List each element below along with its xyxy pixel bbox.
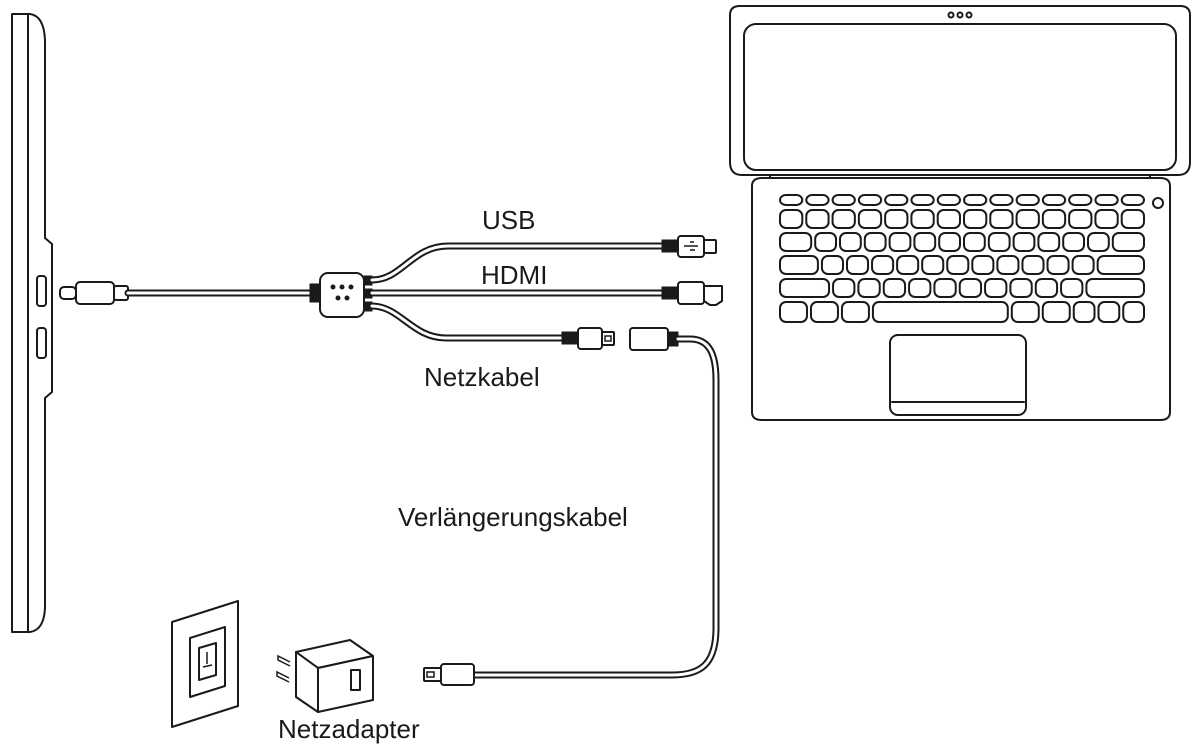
key xyxy=(910,209,935,229)
usb-c-plug xyxy=(59,281,129,305)
extension-cable-label: Verlängerungskabel xyxy=(398,502,628,532)
key xyxy=(908,278,932,298)
hdmi-label: HDMI xyxy=(481,260,548,290)
key xyxy=(809,301,839,323)
key xyxy=(779,301,808,323)
wall-socket xyxy=(171,600,239,728)
key xyxy=(933,278,957,298)
key xyxy=(857,209,883,229)
key xyxy=(814,232,838,252)
splitter-hub xyxy=(309,272,373,318)
key xyxy=(871,255,895,275)
power-adapter-label: Netzadapter xyxy=(278,714,420,744)
key xyxy=(1021,255,1045,275)
key xyxy=(1068,194,1093,206)
key xyxy=(1009,278,1033,298)
pen-display xyxy=(11,13,53,633)
key xyxy=(958,278,983,298)
key xyxy=(910,194,935,206)
key xyxy=(1041,209,1067,229)
power-cable-label: Netzkabel xyxy=(424,362,540,392)
key xyxy=(1062,232,1085,252)
key xyxy=(1034,278,1059,298)
key xyxy=(987,232,1011,252)
key xyxy=(779,232,813,252)
key xyxy=(1060,278,1084,298)
key xyxy=(839,232,862,252)
key xyxy=(832,278,856,298)
key xyxy=(936,209,962,229)
key xyxy=(921,255,945,275)
key xyxy=(1015,209,1040,229)
key xyxy=(996,255,1020,275)
key xyxy=(1096,255,1145,275)
key xyxy=(1010,301,1040,323)
key xyxy=(989,194,1014,206)
key xyxy=(1041,194,1067,206)
key xyxy=(779,255,819,275)
key xyxy=(1097,301,1121,323)
power-adapter xyxy=(276,639,374,713)
usb-cable xyxy=(368,235,717,284)
key xyxy=(871,301,1009,323)
key xyxy=(1068,209,1093,229)
key xyxy=(984,278,1008,298)
key xyxy=(779,209,804,229)
key xyxy=(863,232,887,252)
key xyxy=(936,194,962,206)
key xyxy=(888,232,912,252)
key xyxy=(971,255,995,275)
key xyxy=(896,255,920,275)
key xyxy=(1037,232,1061,252)
key xyxy=(1041,301,1071,323)
key xyxy=(1072,301,1096,323)
key xyxy=(1120,194,1145,206)
key xyxy=(840,301,870,323)
key xyxy=(831,209,856,229)
key xyxy=(805,209,830,229)
touchpad xyxy=(889,334,1027,416)
key xyxy=(845,255,870,275)
key xyxy=(1087,232,1110,252)
keyboard xyxy=(779,194,1146,323)
key xyxy=(831,194,856,206)
key xyxy=(938,232,962,252)
key xyxy=(963,209,988,229)
key xyxy=(1122,301,1145,323)
laptop xyxy=(729,5,1191,421)
key xyxy=(946,255,970,275)
key xyxy=(884,194,909,206)
key xyxy=(1094,209,1119,229)
key xyxy=(963,194,988,206)
key xyxy=(820,255,844,275)
key xyxy=(1015,194,1040,206)
key xyxy=(989,209,1014,229)
key xyxy=(805,194,830,206)
key xyxy=(884,209,909,229)
key xyxy=(1111,232,1146,252)
key xyxy=(1046,255,1070,275)
power-cable xyxy=(368,302,615,350)
key xyxy=(882,278,907,298)
key xyxy=(1094,194,1119,206)
key xyxy=(913,232,937,252)
hdmi-cable xyxy=(368,281,723,306)
key xyxy=(779,278,831,298)
key xyxy=(1071,255,1095,275)
key xyxy=(1120,209,1145,229)
extension-cable xyxy=(423,327,720,686)
key xyxy=(857,194,883,206)
key xyxy=(857,278,881,298)
key xyxy=(779,194,804,206)
key xyxy=(1012,232,1036,252)
usb-label: USB xyxy=(482,205,536,235)
key xyxy=(963,232,986,252)
key xyxy=(1085,278,1146,298)
